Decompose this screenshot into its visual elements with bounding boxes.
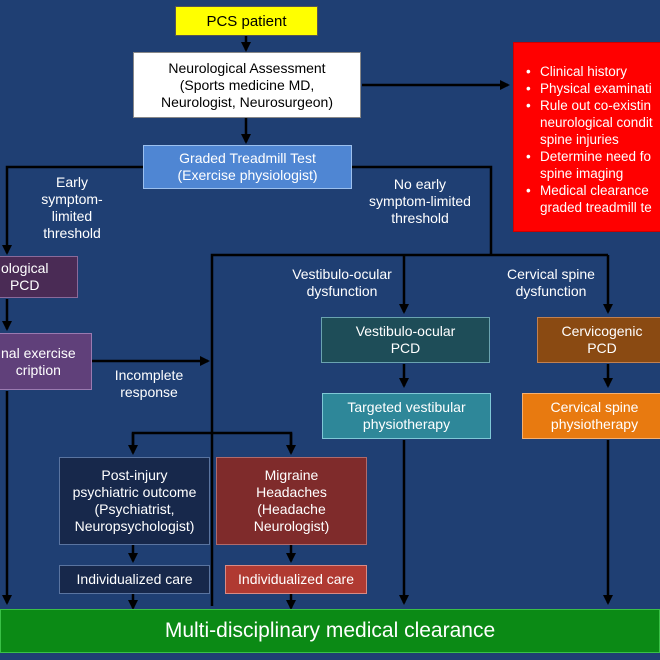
cervicogenic-pcd-box: Cervicogenic PCD xyxy=(537,317,660,363)
individualized-care-psychiatric-box: Individualized care xyxy=(59,565,210,594)
targeted-vestibular-physiotherapy-box: Targeted vestibular physiotherapy xyxy=(322,393,491,439)
early-threshold-label: Early symptom- limited threshold xyxy=(41,174,103,241)
neurological-assessment-box: Neurological Assessment (Sports medicine… xyxy=(133,52,361,118)
graded-treadmill-test-box: Graded Treadmill Test (Exercise physiolo… xyxy=(143,145,352,189)
assessment-item: Physical examinati xyxy=(526,80,660,97)
migraine-headaches-box: Migraine Headaches (Headache Neurologist… xyxy=(216,457,367,545)
cervical-spine-physiotherapy-box: Cervical spine physiotherapy xyxy=(522,393,660,439)
cervical-dysfunction-label: Cervical spine dysfunction xyxy=(507,266,595,299)
vestibulo-dysfunction-label: Vestibulo-ocular dysfunction xyxy=(292,266,392,299)
physiological-pcd-box: ological PCD xyxy=(0,256,78,298)
assessment-item: Determine need fo spine imaging xyxy=(526,148,660,182)
no-early-threshold-label: No early symptom-limited threshold xyxy=(369,176,471,226)
assessment-items-list: Clinical history Physical examinati Rule… xyxy=(513,42,660,232)
incomplete-response-label: Incomplete response xyxy=(114,367,184,400)
exercise-prescription-box: nal exercise cription xyxy=(0,333,92,390)
vestibulo-ocular-pcd-box: Vestibulo-ocular PCD xyxy=(321,317,490,363)
pcs-patient-box: PCS patient xyxy=(175,6,318,36)
assessment-item: Clinical history xyxy=(526,63,660,80)
assessment-item: Medical clearance graded treadmill te xyxy=(526,182,660,216)
medical-clearance-bar: Multi-disciplinary medical clearance xyxy=(0,609,660,653)
individualized-care-migraine-box: Individualized care xyxy=(225,565,367,594)
psychiatric-outcome-box: Post-injury psychiatric outcome (Psychia… xyxy=(59,457,210,545)
assessment-item: Rule out co-existin neurological condit … xyxy=(526,97,660,148)
